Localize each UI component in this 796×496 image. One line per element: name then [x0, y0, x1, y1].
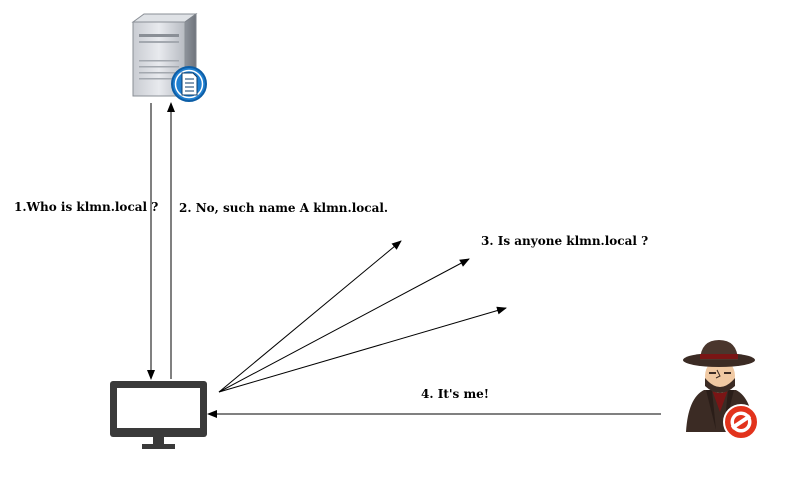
label-step3: 3. Is anyone klmn.local ?	[481, 234, 648, 248]
spy-attacker-icon	[683, 340, 759, 440]
label-step2: 2. No, such name A klmn.local.	[179, 201, 388, 215]
monitor-icon	[110, 381, 207, 449]
edge-broadcast-3	[218, 306, 507, 393]
edge-broadcast-1	[218, 240, 402, 393]
edge-broadcast-2	[218, 258, 470, 393]
label-step1: 1.Who is klmn.local ?	[14, 200, 158, 214]
edges	[147, 102, 661, 418]
server-document-icon	[131, 13, 207, 102]
label-step4: 4. It's me!	[421, 387, 489, 401]
